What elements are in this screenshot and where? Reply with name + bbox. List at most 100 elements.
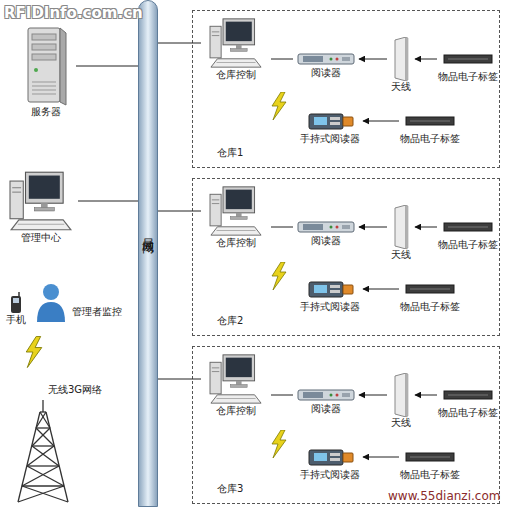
wireless-symbol bbox=[272, 430, 286, 458]
node-label: 管理中心 bbox=[4, 232, 78, 244]
rfid-reader: 阅读器 bbox=[293, 219, 359, 247]
link-line bbox=[271, 59, 293, 60]
signal-arrow bbox=[363, 457, 399, 458]
node-label: 手持式阅读器 bbox=[297, 301, 363, 313]
rfid-reader: 阅读器 bbox=[293, 387, 359, 415]
handheld-reader-icon bbox=[305, 109, 355, 133]
item-tag: 物品电子标签 bbox=[399, 445, 461, 481]
node-label: 手持式阅读器 bbox=[297, 469, 363, 481]
link-line bbox=[158, 379, 201, 380]
link-line bbox=[76, 66, 138, 67]
phone-node: 手机 bbox=[2, 292, 30, 326]
bus-label: 局域网 bbox=[139, 229, 157, 235]
handheld-reader-icon bbox=[305, 277, 355, 301]
item-tag: 物品电子标签 bbox=[399, 277, 461, 313]
wireless-network: 无线3G网络 bbox=[12, 384, 108, 504]
signal-arrow bbox=[363, 121, 399, 122]
node-label: 物品电子标签 bbox=[399, 469, 461, 481]
signal-arrow bbox=[415, 395, 437, 396]
manager-node: 管理者监控 bbox=[34, 282, 140, 322]
node-label: 物品电子标签 bbox=[437, 239, 499, 251]
antenna-node-icon bbox=[393, 373, 409, 417]
handheld-reader-icon bbox=[305, 445, 355, 469]
node-label: 物品电子标签 bbox=[437, 71, 499, 83]
control-pc-icon bbox=[207, 353, 265, 405]
edge-group bbox=[76, 43, 437, 457]
control-pc: 仓库控制 bbox=[201, 353, 271, 417]
wireless-network-icon bbox=[12, 398, 74, 504]
signal-arrow bbox=[359, 395, 387, 396]
item-tag-icon bbox=[443, 47, 493, 71]
management-center-icon bbox=[7, 170, 75, 232]
node-label: 阅读器 bbox=[293, 67, 359, 79]
antenna-node-icon bbox=[393, 37, 409, 81]
rfid-reader-icon bbox=[297, 51, 355, 67]
node-label: 仓库控制 bbox=[201, 405, 271, 417]
antenna-node: 天线 bbox=[387, 37, 415, 93]
node-label: 物品电子标签 bbox=[399, 301, 461, 313]
warehouse-label: 仓库2 bbox=[217, 315, 243, 327]
node-label: 物品电子标签 bbox=[399, 133, 461, 145]
node-label: 天线 bbox=[387, 81, 415, 93]
signal-arrow bbox=[359, 59, 387, 60]
signal-arrow bbox=[363, 289, 399, 290]
warehouse-box: 仓库1仓库控制阅读器天线物品电子标签手持式阅读器物品电子标签 bbox=[192, 10, 500, 168]
warehouse-label: 仓库1 bbox=[217, 147, 243, 159]
link-line bbox=[271, 395, 293, 396]
item-tag-icon bbox=[443, 215, 493, 239]
node-label: 阅读器 bbox=[293, 403, 359, 415]
link-line bbox=[158, 211, 201, 212]
item-tag-icon bbox=[405, 277, 455, 301]
server-node: 服务器 bbox=[16, 26, 76, 118]
signal-arrow bbox=[415, 59, 437, 60]
warehouse-box: 仓库2仓库控制阅读器天线物品电子标签手持式阅读器物品电子标签 bbox=[192, 178, 500, 336]
control-pc-icon bbox=[207, 17, 265, 69]
wireless-symbol bbox=[272, 92, 286, 120]
node-label: 手持式阅读器 bbox=[297, 133, 363, 145]
warehouse-box: 仓库3仓库控制阅读器天线物品电子标签手持式阅读器物品电子标签 bbox=[192, 346, 500, 504]
node-label: 服务器 bbox=[16, 106, 76, 118]
item-tag-icon bbox=[405, 109, 455, 133]
wireless-symbol bbox=[272, 262, 286, 290]
phone-node-icon bbox=[9, 292, 23, 314]
manager-node-icon bbox=[34, 282, 68, 322]
lan-bus: 局域网 bbox=[138, 0, 158, 507]
item-tag: 物品电子标签 bbox=[437, 383, 499, 419]
control-pc: 仓库控制 bbox=[201, 17, 271, 81]
watermark: RFIDInfo.com.cn bbox=[4, 4, 143, 22]
antenna-node-icon bbox=[393, 205, 409, 249]
rfid-reader-icon bbox=[297, 387, 355, 403]
signal-arrow bbox=[359, 227, 387, 228]
node-label: 物品电子标签 bbox=[437, 407, 499, 419]
signal-arrow bbox=[415, 227, 437, 228]
item-tag-icon bbox=[443, 383, 493, 407]
wireless-symbol bbox=[26, 336, 42, 367]
link-line bbox=[158, 43, 201, 44]
node-label: 天线 bbox=[387, 417, 415, 429]
link-line bbox=[78, 201, 138, 202]
rfid-reader: 阅读器 bbox=[293, 51, 359, 79]
control-pc: 仓库控制 bbox=[201, 185, 271, 249]
item-tag-icon bbox=[405, 445, 455, 469]
antenna-node: 天线 bbox=[387, 373, 415, 429]
node-label: 无线3G网络 bbox=[12, 384, 108, 396]
control-pc-icon bbox=[207, 185, 265, 237]
node-label: 手机 bbox=[2, 314, 30, 326]
node-label: 管理者监控 bbox=[72, 306, 122, 318]
server-node-icon bbox=[24, 26, 68, 106]
handheld-reader: 手持式阅读器 bbox=[297, 109, 363, 145]
management-center: 管理中心 bbox=[4, 170, 78, 244]
item-tag: 物品电子标签 bbox=[399, 109, 461, 145]
handheld-reader: 手持式阅读器 bbox=[297, 445, 363, 481]
node-label: 仓库控制 bbox=[201, 237, 271, 249]
node-label: 仓库控制 bbox=[201, 69, 271, 81]
handheld-reader: 手持式阅读器 bbox=[297, 277, 363, 313]
item-tag: 物品电子标签 bbox=[437, 215, 499, 251]
warehouse-label: 仓库3 bbox=[217, 483, 243, 495]
node-label: 阅读器 bbox=[293, 235, 359, 247]
watermark: www.55dianzi.com bbox=[388, 489, 500, 503]
rfid-reader-icon bbox=[297, 219, 355, 235]
antenna-node: 天线 bbox=[387, 205, 415, 261]
node-label: 天线 bbox=[387, 249, 415, 261]
